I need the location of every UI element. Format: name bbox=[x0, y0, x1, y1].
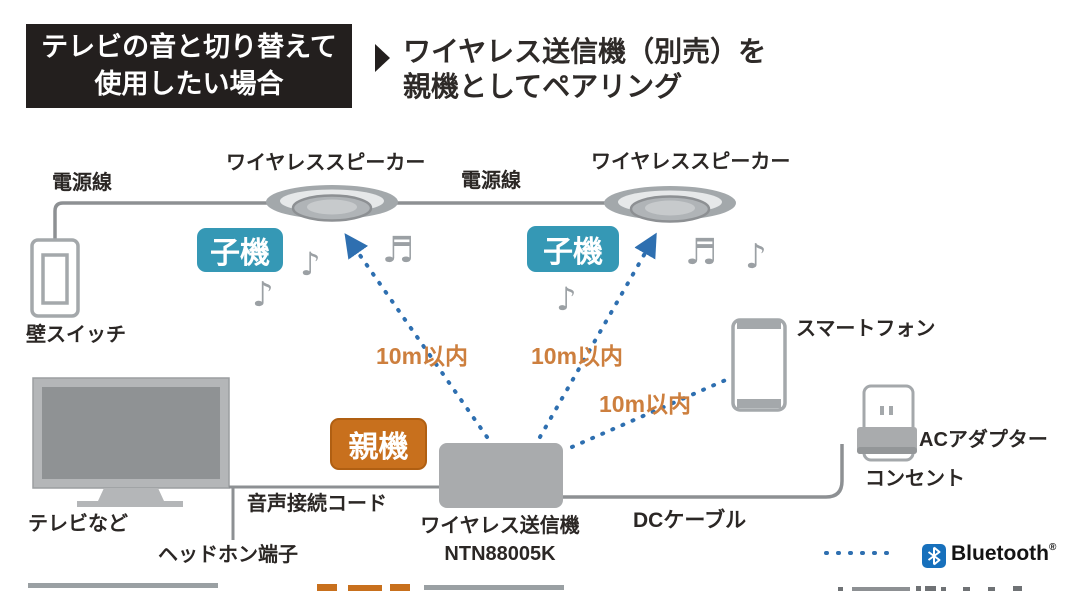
wall-switch-icon bbox=[30, 238, 80, 318]
outlet-label: コンセント bbox=[865, 468, 965, 490]
pairing-instruction-line1: ワイヤレス送信機（別売）を bbox=[403, 36, 767, 67]
wireless-speaker-label-left: ワイヤレススピーカー bbox=[226, 152, 426, 174]
transmitter-name: ワイヤレス送信機 bbox=[420, 515, 580, 537]
pairing-instruction-line2: 親機としてペアリング bbox=[403, 71, 683, 102]
bluetooth-link-right-arrow bbox=[538, 232, 657, 439]
smartphone-label: スマートフォン bbox=[796, 318, 936, 340]
tv-icon bbox=[32, 377, 230, 507]
music-note-icon: ♬ bbox=[382, 230, 415, 271]
music-note-icon: ♪ bbox=[300, 245, 321, 283]
music-note-icon: ♪ bbox=[745, 237, 767, 277]
range-label-left: 10m以内 bbox=[376, 343, 469, 369]
ac-adapter-icon bbox=[857, 427, 917, 454]
wall-switch-label: 壁スイッチ bbox=[26, 324, 126, 346]
range-label-smartphone: 10m以内 bbox=[599, 391, 692, 417]
smartphone-icon bbox=[731, 318, 787, 412]
power-line-label-left: 電源線 bbox=[52, 172, 112, 194]
range-label-middle: 10m以内 bbox=[531, 343, 624, 369]
bluetooth-legend-label: Bluetooth® bbox=[951, 542, 1056, 566]
use-case-line2: 使用したい場合 bbox=[94, 69, 284, 99]
dc-cable-label: DCケーブル bbox=[633, 509, 747, 532]
child-unit-badge-right: 子機 bbox=[527, 226, 619, 272]
child-unit-badge-left: 子機 bbox=[197, 228, 283, 272]
power-line-label-right: 電源線 bbox=[461, 170, 521, 192]
bluetooth-wordmark: Bluetooth bbox=[951, 542, 1049, 565]
dc-cable-line bbox=[563, 444, 844, 499]
power-line bbox=[53, 201, 656, 242]
music-note-icon: ♪ bbox=[556, 280, 577, 318]
tv-label: テレビなど bbox=[28, 513, 128, 535]
wireless-transmitter-icon bbox=[439, 443, 563, 508]
music-note-icon: ♬ bbox=[685, 232, 718, 273]
parent-unit-badge: 親機 bbox=[330, 418, 427, 470]
pairing-instruction: ワイヤレス送信機（別売）を 親機としてペアリング bbox=[403, 34, 766, 104]
wireless-speaker-right-icon bbox=[604, 186, 736, 223]
cutoff-bottom-fragments bbox=[28, 583, 1022, 591]
music-note-icon: ♪ bbox=[252, 275, 274, 315]
right-arrow-icon bbox=[375, 44, 390, 72]
wireless-speaker-label-right: ワイヤレススピーカー bbox=[591, 151, 791, 173]
transmitter-model: NTN88005K bbox=[444, 543, 556, 565]
bluetooth-logo-icon bbox=[922, 544, 946, 568]
bluetooth-link-left-arrow bbox=[344, 233, 489, 439]
use-case-box: テレビの音と切り替えて 使用したい場合 bbox=[26, 24, 352, 108]
use-case-line1: テレビの音と切り替えて bbox=[41, 32, 337, 62]
bluetooth-trademark: ® bbox=[1048, 542, 1057, 553]
bluetooth-link-smartphone bbox=[570, 377, 730, 449]
ac-adapter-label: ACアダプター bbox=[919, 429, 1048, 451]
transmitter-label: ワイヤレス送信機 NTN88005K bbox=[398, 512, 602, 568]
headphone-jack-label: ヘッドホン端子 bbox=[158, 544, 298, 566]
audio-cable-label: 音声接続コード bbox=[247, 493, 387, 515]
wireless-speaker-left-icon bbox=[266, 185, 398, 222]
